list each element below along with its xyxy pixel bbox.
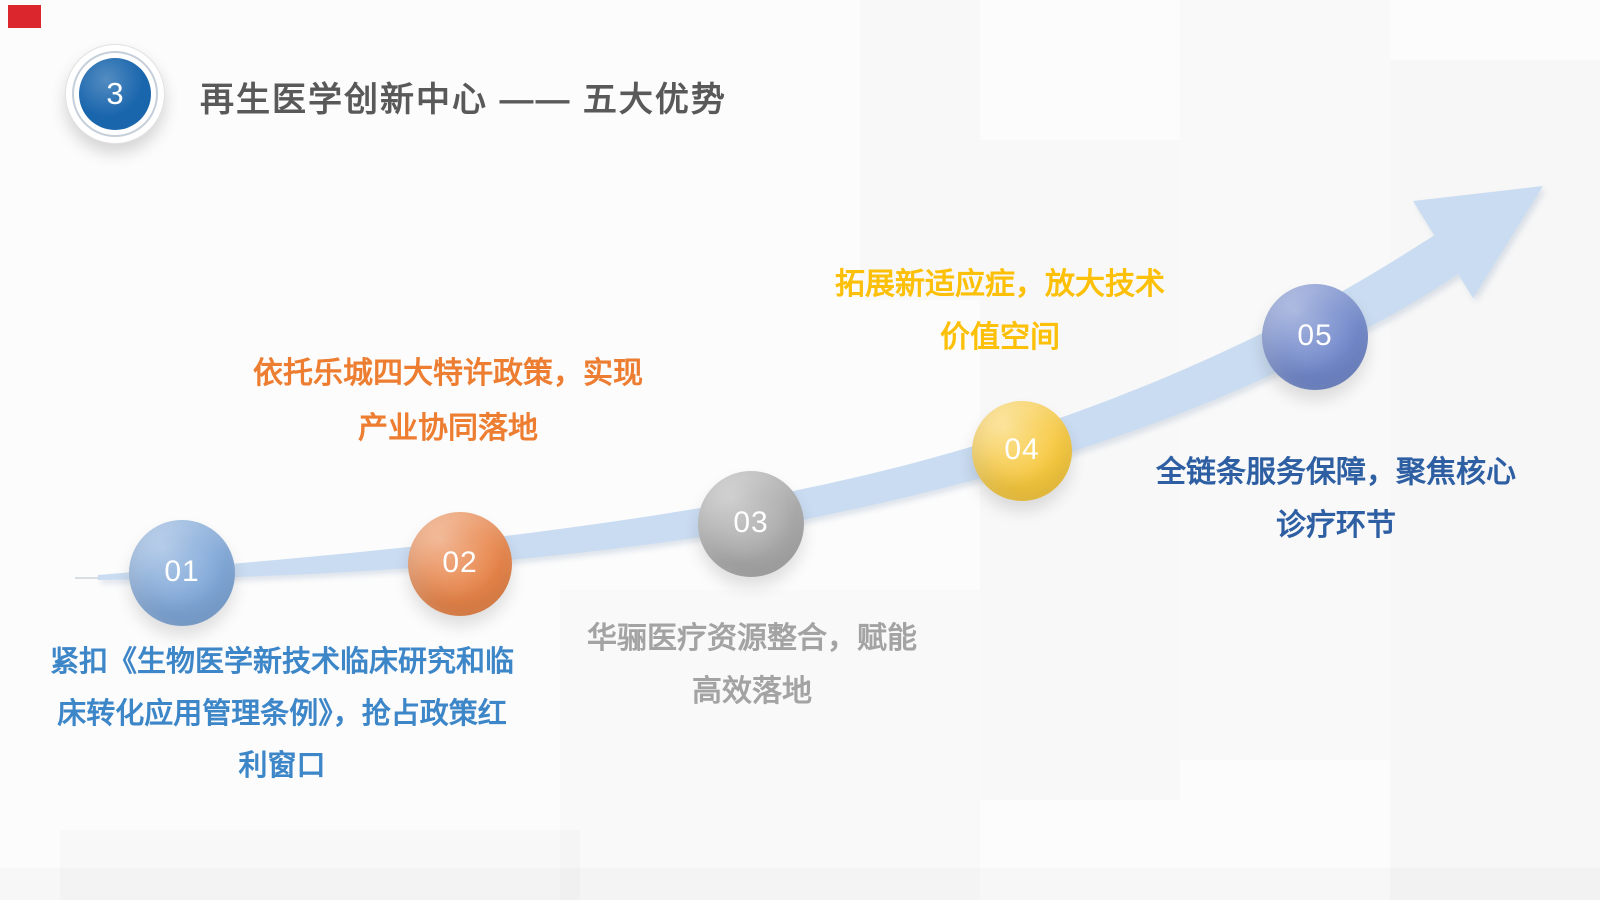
step-label-05: 全链条服务保障，聚焦核心 诊疗环节 [1131, 446, 1541, 552]
step-circle-03: 03 [698, 471, 804, 577]
step-label-03: 华骊医疗资源整合，赋能 高效落地 [547, 612, 957, 718]
step-label-line: 全链条服务保障，聚焦核心 [1156, 456, 1516, 489]
step-label-line: 紧扣《生物医学新技术临床研究和临 [49, 646, 514, 678]
slide-number: 3 [106, 76, 124, 111]
step-label-line: 高效落地 [692, 675, 812, 708]
step-number-01: 01 [164, 555, 200, 588]
step-circle-02: 02 [408, 512, 512, 616]
step-label-line: 华骊医疗资源整合，赋能 [587, 622, 917, 655]
step-number-04: 04 [1004, 433, 1040, 466]
step-circle-01: 01 [129, 520, 235, 626]
step-label-line: 利窗口 [238, 750, 326, 782]
step-label-line: 依托乐城四大特许政策，实现 [253, 357, 643, 390]
step-label-line: 产业协同落地 [358, 412, 538, 445]
step-number-02: 02 [442, 546, 478, 579]
step-label-line: 价值空间 [940, 321, 1060, 354]
badge-core: 3 [79, 58, 151, 130]
corner-accent-bar [8, 5, 41, 28]
step-label-02: 依托乐城四大特许政策，实现 产业协同落地 [238, 346, 658, 456]
step-label-04: 拓展新适应症，放大技术 价值空间 [795, 258, 1205, 364]
step-circle-04: 04 [972, 401, 1072, 501]
step-label-line: 诊疗环节 [1276, 509, 1396, 542]
badge-ring [72, 51, 158, 137]
step-label-line: 拓展新适应症，放大技术 [835, 268, 1165, 301]
step-circle-05: 05 [1262, 284, 1368, 390]
step-label-01: 紧扣《生物医学新技术临床研究和临 床转化应用管理条例》，抢占政策红 利窗口 [27, 636, 537, 792]
step-number-03: 03 [733, 506, 769, 539]
step-label-line: 床转化应用管理条例》，抢占政策红 [57, 698, 507, 730]
page-title: 再生医学创新中心 —— 五大优势 [200, 81, 727, 119]
slide-number-badge: 3 [65, 44, 165, 144]
step-number-05: 05 [1297, 319, 1333, 352]
